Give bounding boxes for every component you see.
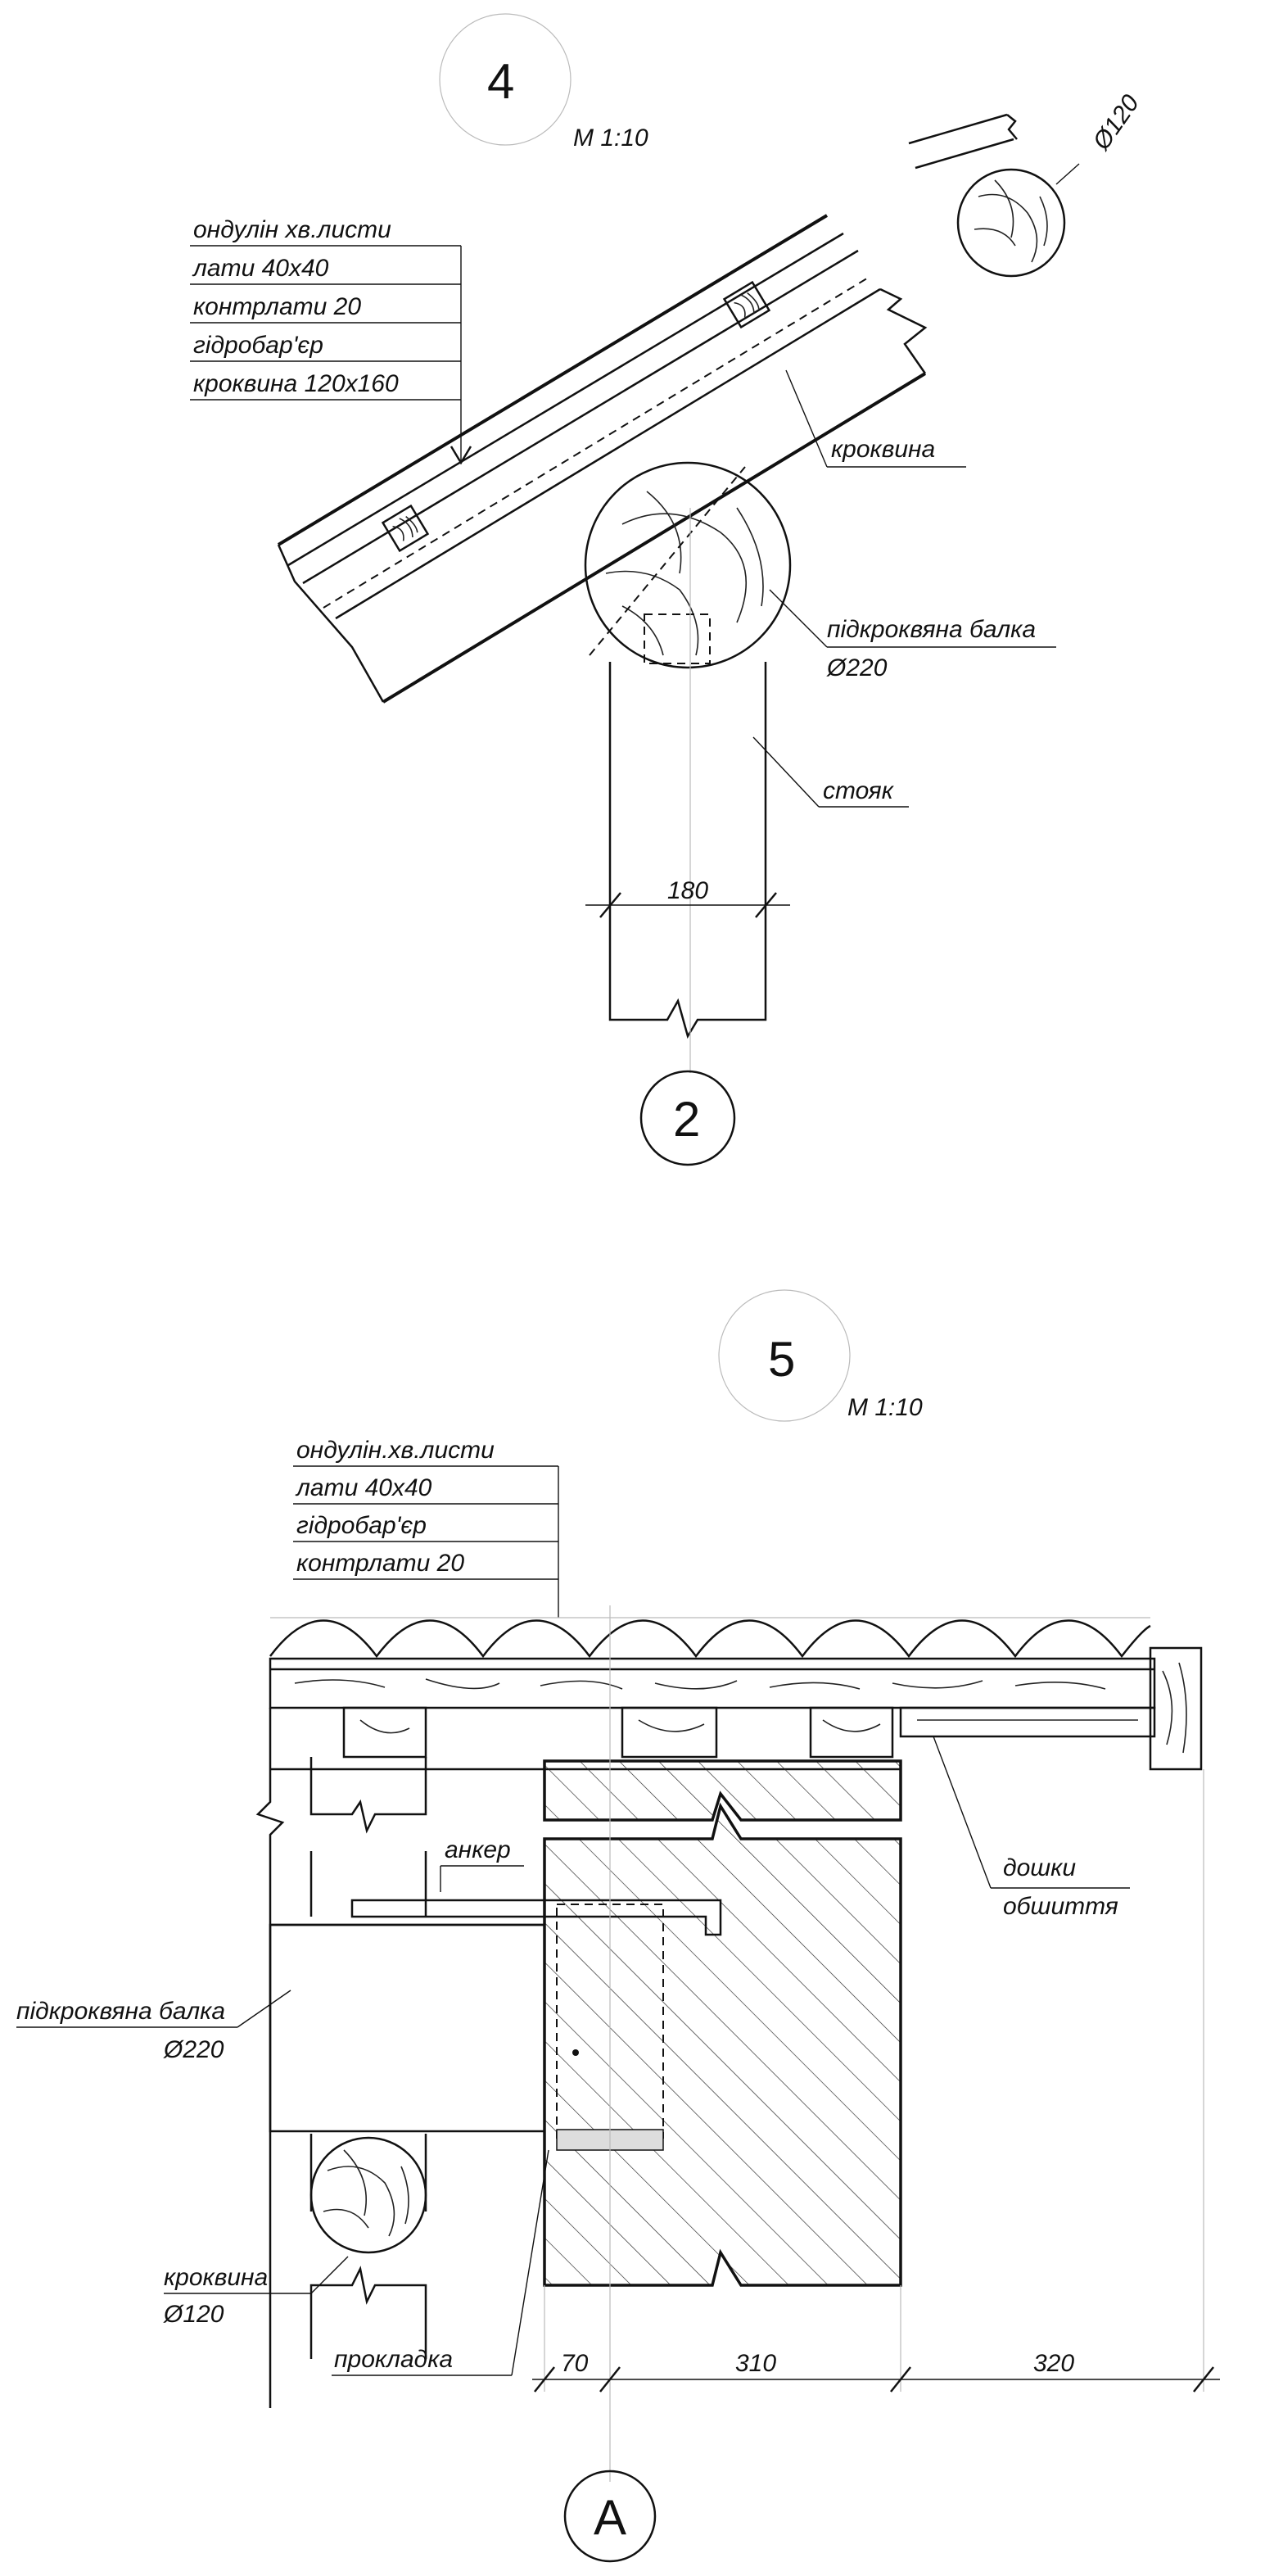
detail-5-dim-2: 310 bbox=[735, 2350, 776, 2377]
detail-5-rafter-log bbox=[309, 2136, 427, 2254]
detail-5-axis-mark: A bbox=[594, 2490, 626, 2545]
detail-5-dim-1: 70 bbox=[561, 2350, 589, 2377]
detail-4-post-dimension: 180 bbox=[585, 877, 790, 918]
detail-5-number: 5 bbox=[768, 1332, 795, 1387]
detail-4-layer-3: контрлати 20 bbox=[193, 293, 361, 320]
detail-5-beam-label-1: підкроквяна балка bbox=[16, 1998, 225, 2025]
detail-5: 5 M 1:10 ондулін.хв.листи лати 40х40 гід… bbox=[16, 1289, 1220, 2563]
detail-5-layer-4: контрлати 20 bbox=[296, 1550, 464, 1577]
detail-4-number: 4 bbox=[487, 54, 514, 109]
detail-5-rafter-label-2: Ø120 bbox=[163, 2301, 224, 2328]
detail-5-layer-3: гідробар'єр bbox=[296, 1512, 427, 1539]
detail-5-pad-label: прокладка bbox=[334, 2346, 453, 2373]
detail-5-dim-3: 320 bbox=[1033, 2350, 1074, 2377]
detail-4-small-log: Ø120 bbox=[908, 90, 1145, 278]
detail-5-boards-label-2: обшиття bbox=[1003, 1893, 1118, 1920]
detail-4-beam-label-1: підкроквяна балка bbox=[827, 616, 1036, 643]
detail-5-number-circle bbox=[718, 1289, 851, 1422]
detail-5-purlin bbox=[269, 1923, 546, 2133]
detail-4-beam-label-2: Ø220 bbox=[826, 654, 888, 681]
detail-5-boards-label-1: дошки bbox=[1003, 1854, 1076, 1881]
detail-5-axis-marker: A bbox=[563, 2470, 657, 2563]
detail-4-roof-package: кроквина bbox=[277, 214, 966, 704]
detail-4-purlin-log bbox=[584, 461, 792, 669]
detail-5-layer-1: ондулін.хв.листи bbox=[296, 1437, 495, 1464]
detail-4-batten-upper bbox=[722, 280, 771, 329]
detail-4-post-dim: 180 bbox=[667, 877, 708, 904]
detail-5-left-post bbox=[255, 1757, 427, 2408]
detail-4-axis-mark: 2 bbox=[673, 1092, 700, 1147]
detail-4-axis-marker: 2 bbox=[639, 1070, 736, 1166]
detail-4-post-label: стояк bbox=[823, 777, 895, 804]
detail-4-layer-1: ондулін хв.листи bbox=[193, 216, 391, 243]
detail-5-scale: M 1:10 bbox=[847, 1394, 923, 1421]
detail-5-anchor-label: анкер bbox=[445, 1836, 511, 1863]
detail-4-layer-5: кроквина 120х160 bbox=[193, 370, 399, 397]
detail-4-number-circle bbox=[439, 13, 572, 146]
detail-5-layer-leader: ондулін.хв.листи лати 40х40 гідробар'єр … bbox=[293, 1437, 559, 1618]
detail-4-layer-leader: ондулін хв.листи лати 40х40 контрлати 20… bbox=[190, 216, 472, 465]
detail-5-beam-label-2: Ø220 bbox=[163, 2036, 224, 2063]
detail-4-layer-4: гідробар'єр bbox=[193, 332, 323, 359]
detail-4-rafter-label: кроквина bbox=[831, 436, 935, 463]
detail-4-layer-2: лати 40х40 bbox=[192, 255, 329, 282]
detail-4-batten-lower bbox=[381, 504, 430, 553]
detail-5-anchor: анкер bbox=[350, 1836, 722, 1936]
detail-4-small-log-dia: Ø120 bbox=[1087, 90, 1145, 156]
detail-5-layer-2: лати 40х40 bbox=[295, 1474, 432, 1501]
detail-5-rafter-label-1: кроквина bbox=[164, 2264, 268, 2291]
detail-5-roof-package bbox=[269, 1617, 1203, 1771]
detail-4: 4 M 1:10 ондулін хв.листи лати 40х40 кон… bbox=[190, 13, 1145, 1166]
detail-5-wall bbox=[543, 1759, 902, 2287]
detail-4-scale: M 1:10 bbox=[573, 124, 648, 152]
detail-4-post bbox=[608, 508, 767, 1073]
detail-5-dimension-chain: 70 310 320 bbox=[532, 1769, 1220, 2393]
